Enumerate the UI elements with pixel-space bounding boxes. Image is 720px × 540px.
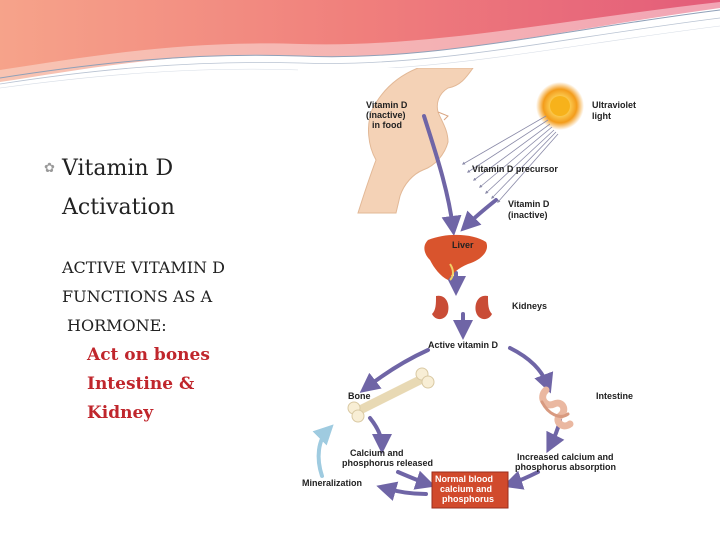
highlight-line-3: Kidney xyxy=(87,403,154,423)
label-bone: Bone xyxy=(348,391,371,401)
intestine-illustration xyxy=(539,386,574,430)
label-kidneys: Kidneys xyxy=(512,301,547,311)
kidney-left-icon xyxy=(432,295,449,320)
label-food-2: (inactive) xyxy=(366,110,406,120)
body-line-2: FUNCTIONS AS A xyxy=(62,287,213,306)
mineralization-arrow xyxy=(312,424,334,478)
label-normal-3: phosphorus xyxy=(442,494,494,504)
label-liver: Liver xyxy=(452,240,474,250)
label-uv-2: light xyxy=(592,111,611,121)
bone-illustration xyxy=(347,367,435,423)
slide-title-line-1: ✿ Vitamin D xyxy=(44,156,173,181)
liver-illustration xyxy=(424,234,488,280)
highlight-line-2: Intestine & xyxy=(87,374,195,394)
label-precursor: Vitamin D precursor xyxy=(472,164,558,174)
head-illustration xyxy=(357,68,474,214)
label-increased-1: Increased calcium and xyxy=(517,452,614,462)
label-mineralization: Mineralization xyxy=(302,478,362,488)
label-increased-2: phosphorus absorption xyxy=(515,462,616,472)
label-vitd-2: (inactive) xyxy=(508,210,548,220)
title-text-1: Vitamin D xyxy=(62,156,174,181)
body-line-1: ACTIVE VITAMIN D xyxy=(62,258,225,277)
label-active-vitamin-d: Active vitamin D xyxy=(428,340,499,350)
label-intestine: Intestine xyxy=(596,391,633,401)
label-normal-1: Normal blood xyxy=(435,474,493,484)
vitamin-d-activation-diagram: Vitamin D (inactive) in food Ultraviolet… xyxy=(298,68,650,512)
label-calcium-2: phosphorus released xyxy=(342,458,433,468)
leaf-bullet-icon: ✿ xyxy=(44,161,55,176)
label-food-3: in food xyxy=(372,120,402,130)
highlight-line-1: Act on bones xyxy=(87,345,210,365)
body-line-3: HORMONE: xyxy=(67,316,167,335)
normal-blood-box xyxy=(431,471,509,509)
kidney-right-icon xyxy=(475,295,492,320)
slide-title-line-2: Activation xyxy=(62,195,175,220)
label-food-1: Vitamin D xyxy=(366,100,408,110)
label-uv-1: Ultraviolet xyxy=(592,100,636,110)
label-vitd-1: Vitamin D xyxy=(508,199,550,209)
label-normal-2: calcium and xyxy=(440,484,492,494)
label-calcium-1: Calcium and xyxy=(350,448,404,458)
